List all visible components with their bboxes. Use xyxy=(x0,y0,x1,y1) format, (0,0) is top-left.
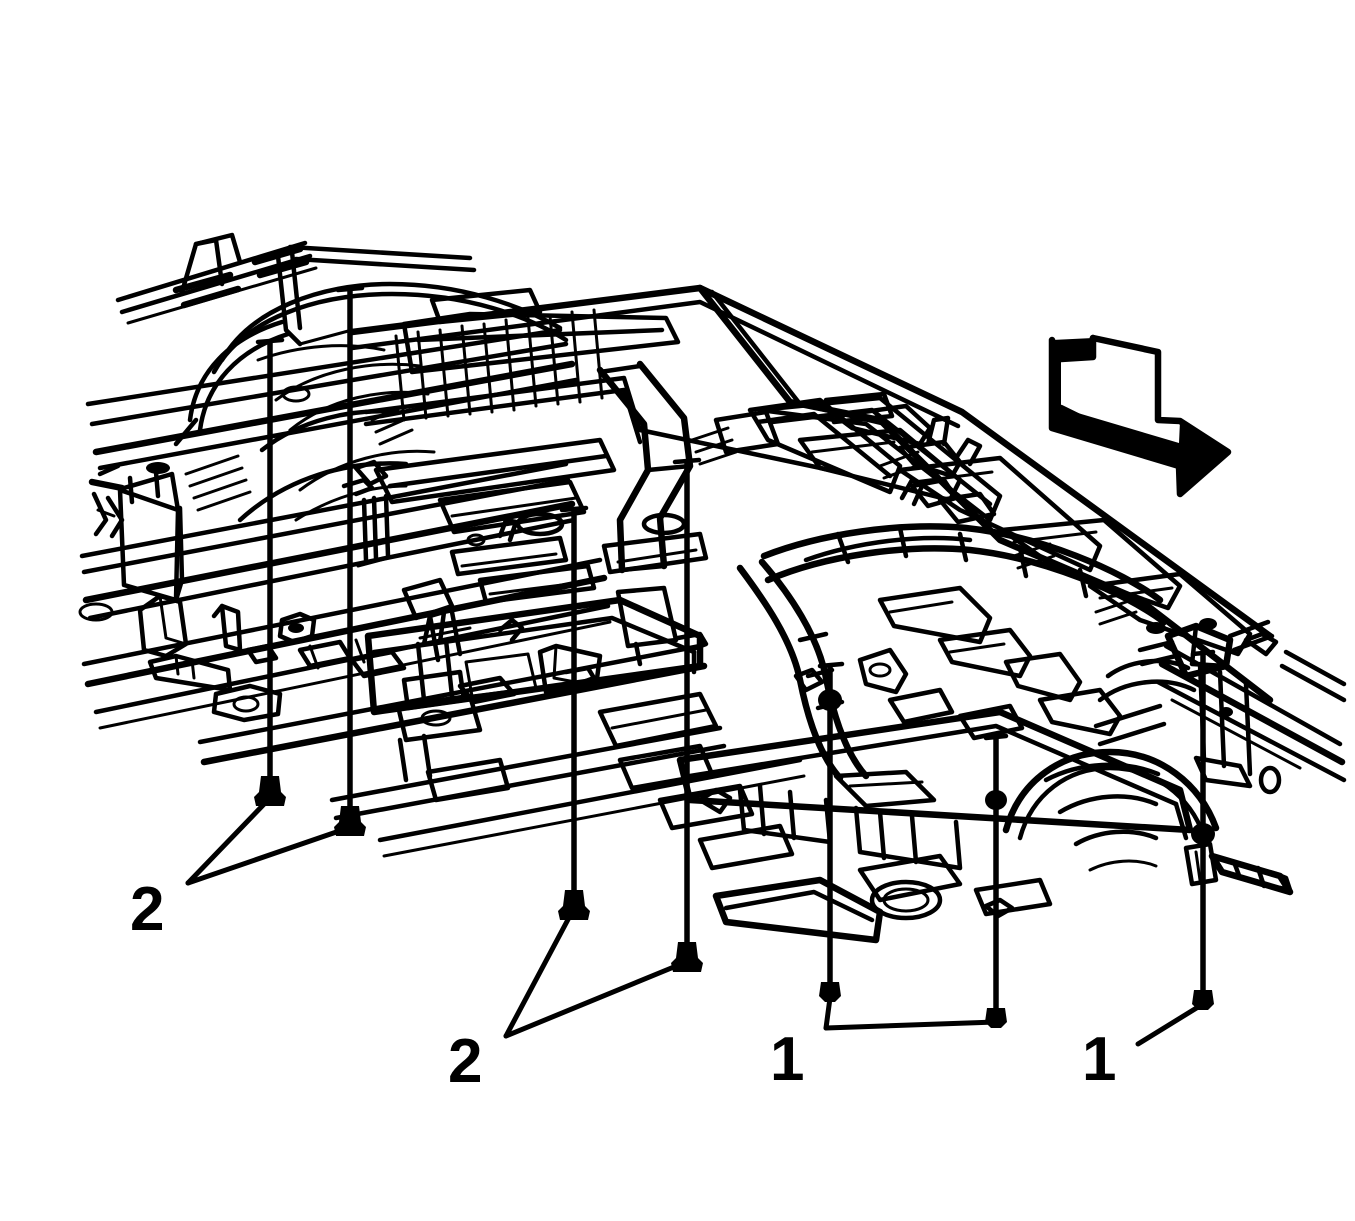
callout-label-2-center: 2 xyxy=(448,1027,482,1096)
upper-center-crossmember xyxy=(747,397,997,525)
bolt-shaft-5 xyxy=(817,661,845,1002)
bolt-shaft-6 xyxy=(983,733,1009,1028)
callout-label-1-center: 1 xyxy=(770,1025,804,1094)
left-wheelhouse-panel xyxy=(173,281,569,523)
left-floor-brackets xyxy=(78,593,317,723)
forward-direction-arrow xyxy=(1048,334,1232,498)
right-center-detail xyxy=(857,585,1123,741)
left-upper-flanges xyxy=(353,459,472,663)
panel-hatching xyxy=(184,404,1138,626)
callout-label-1-right: 1 xyxy=(1082,1025,1116,1094)
bolt-shaft-3 xyxy=(558,505,597,920)
brake-line-bundle xyxy=(115,232,477,347)
callout-label-2-left: 2 xyxy=(130,875,164,944)
body-mount-bolts xyxy=(254,285,1216,1028)
vehicle-underbody-linework xyxy=(78,232,1347,944)
bolt-shaft-1 xyxy=(254,337,286,806)
callout-leader-lines xyxy=(185,797,1206,1047)
mid-lower-structure xyxy=(597,691,1053,944)
